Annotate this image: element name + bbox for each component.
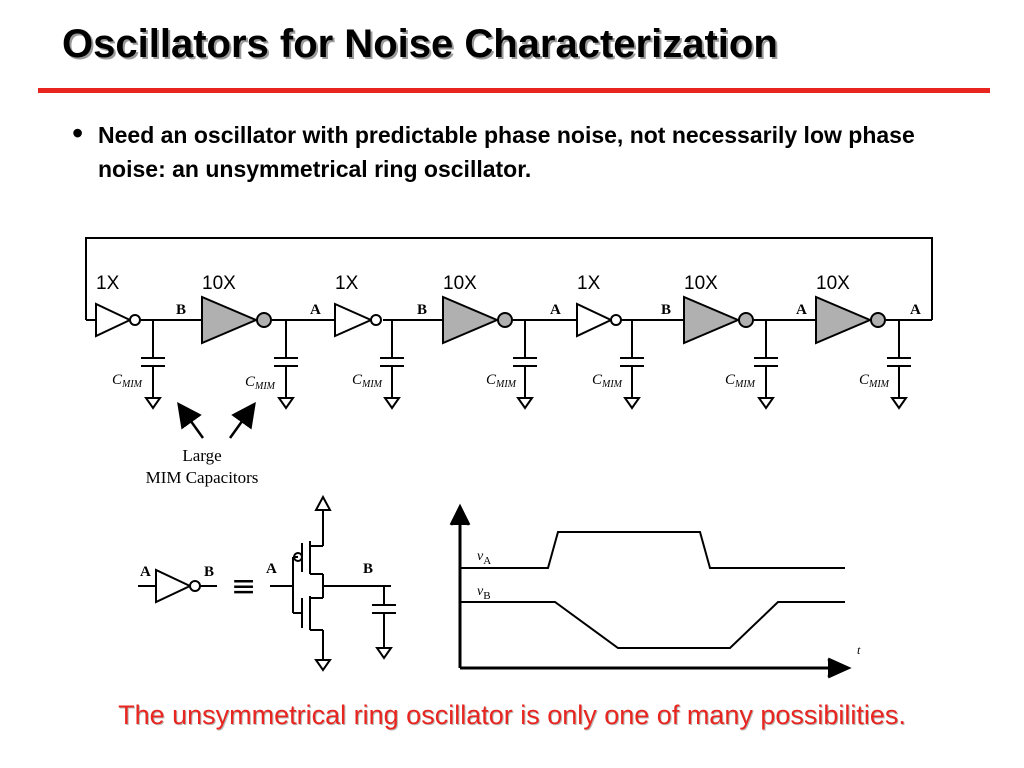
detail-output-label: B (204, 564, 214, 580)
cap-label: CMIM (112, 372, 143, 390)
inverter-10x (683, 295, 754, 345)
inverter-1x (576, 302, 622, 338)
time-axis-label: t (857, 643, 861, 657)
node-label: A (796, 302, 807, 318)
cap-label: CMIM (725, 372, 756, 390)
inverter-symbol-detail (138, 568, 217, 604)
stage-size-label: 1X (335, 273, 359, 294)
mim-capacitor (274, 320, 298, 410)
mim-capacitor (513, 320, 537, 410)
cap-label: CMIM (245, 374, 276, 392)
annotation-label-line2: MIM Capacitors (146, 468, 259, 487)
cap-label: CMIM (352, 372, 383, 390)
feedback-wire (85, 237, 933, 320)
mim-capacitor (754, 320, 778, 410)
vb-label: vB (477, 584, 491, 602)
stage-size-label: 10X (202, 273, 236, 294)
cap-label: CMIM (859, 372, 890, 390)
va-waveform (460, 531, 845, 569)
title-rule (38, 88, 990, 93)
va-label: vA (477, 549, 491, 567)
slide-caption: The unsymmetrical ring oscillator is onl… (118, 700, 906, 730)
stage-size-label: 1X (96, 273, 120, 294)
node-label: A (910, 302, 921, 318)
mim-capacitor (620, 320, 644, 410)
mim-capacitor (887, 320, 911, 410)
cmos-input-label: A (266, 561, 277, 577)
inverter-10x (815, 295, 886, 345)
circuit-figure: 1X 10X 1X 10X 1X 10X 10X B A B A B A A (85, 237, 933, 679)
annotation-label-line1: Large (182, 446, 221, 465)
node-label: A (550, 302, 561, 318)
node-label: B (176, 302, 186, 318)
equivalence-icon: ≡ (231, 569, 256, 604)
inverter-1x (334, 302, 382, 338)
node-label: B (661, 302, 671, 318)
inverter-10x (201, 295, 272, 345)
inverter-10x (442, 295, 513, 345)
bullet-text: Need an oscillator with predictable phas… (98, 122, 915, 182)
node-label: A (310, 302, 321, 318)
waveform-axes (449, 503, 852, 679)
cap-label: CMIM (592, 372, 623, 390)
cap-label: CMIM (486, 372, 517, 390)
stage-size-label: 1X (577, 273, 601, 294)
bullet-dot-icon: • (72, 115, 84, 151)
cmos-output-label: B (363, 561, 373, 577)
node-label: B (417, 302, 427, 318)
inverter-1x (95, 302, 141, 338)
detail-input-label: A (140, 564, 151, 580)
stage-size-label: 10X (443, 273, 477, 294)
mim-capacitor (141, 320, 165, 410)
cmos-inverter-schematic (270, 494, 396, 672)
annotation-arrow (177, 401, 256, 439)
mim-capacitor (380, 320, 404, 410)
vb-waveform (460, 601, 845, 649)
stage-size-label: 10X (816, 273, 850, 294)
slide-title: Oscillators for Noise Characterization (62, 22, 778, 66)
stage-size-label: 10X (684, 273, 718, 294)
